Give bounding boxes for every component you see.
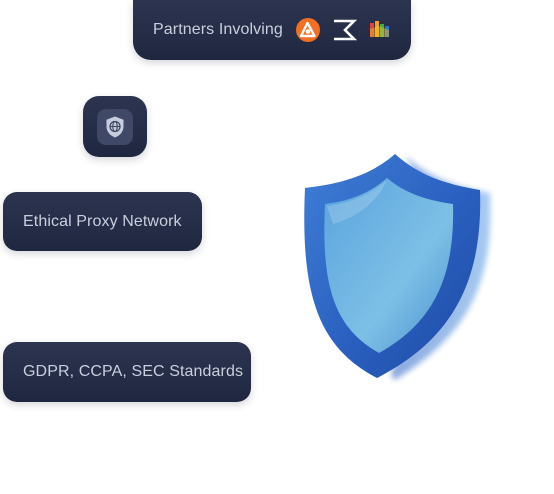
security-shield-icon: [295, 148, 500, 386]
partners-banner: Partners Involving: [133, 0, 411, 60]
security-feature-tile: [83, 96, 147, 157]
compliance-label: GDPR, CCPA, SEC Standards: [23, 363, 244, 380]
shield-globe-icon: [97, 108, 133, 145]
compliance-badge: GDPR, CCPA, SEC Standards: [3, 342, 251, 402]
avg-logo-icon: [367, 17, 393, 43]
sigma-logo-icon: [331, 17, 357, 43]
avast-logo-icon: [295, 17, 321, 43]
ethical-proxy-label: Ethical Proxy Network: [23, 212, 182, 230]
ethical-proxy-badge: Ethical Proxy Network: [3, 192, 202, 251]
partners-label: Partners Involving: [153, 21, 283, 38]
